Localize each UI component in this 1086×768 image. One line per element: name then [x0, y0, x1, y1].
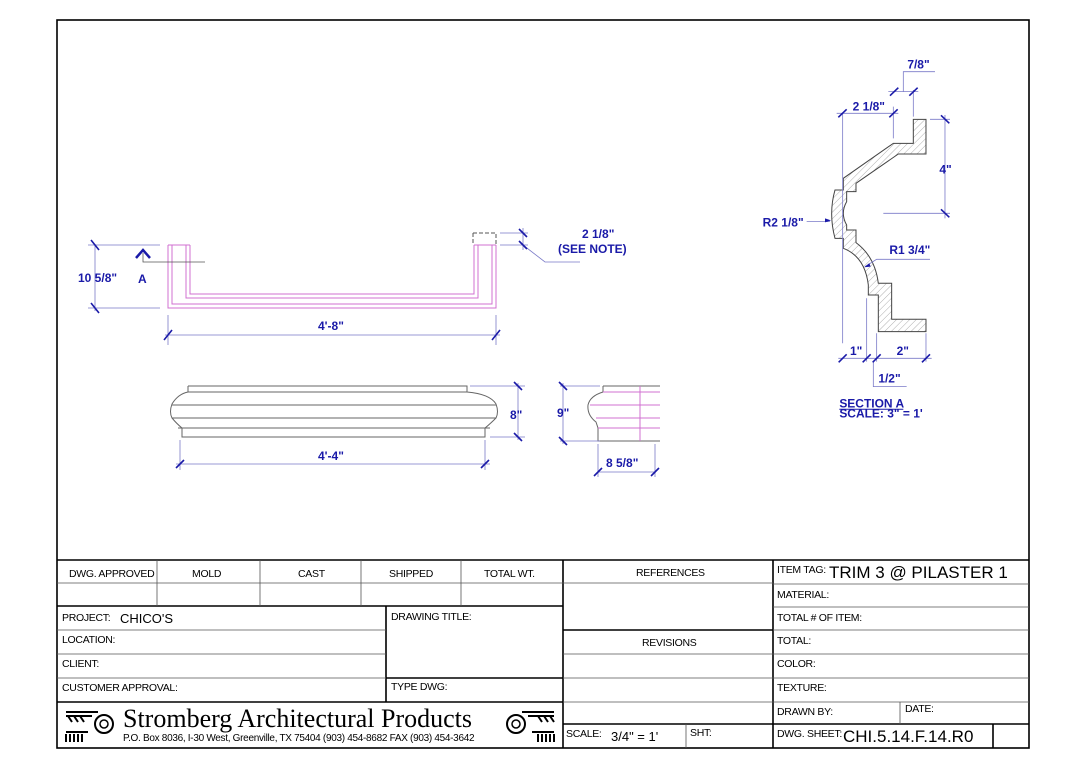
dwg-sheet-label: DWG. SHEET:	[777, 728, 842, 740]
section-dim-7-8: 7/8"	[907, 57, 929, 71]
references-label: REFERENCES	[636, 567, 705, 579]
plan-view: A 10 5/8" 4'-8" 2 1/8" (SEE NOTE)	[78, 227, 627, 345]
header-total-wt: TOTAL WT.	[484, 568, 535, 580]
client-label: CLIENT:	[62, 658, 99, 670]
section-dim-4: 4"	[939, 162, 951, 176]
section-title: SECTION A	[839, 396, 904, 410]
section-a: 7/8" 2 1/8" 4" R2 1/8" R1 3/4" 1" 2" 1/2…	[763, 57, 952, 420]
front-height-dim: 8"	[510, 408, 522, 422]
date-label: DATE:	[905, 703, 934, 715]
header-mold: MOLD	[192, 568, 222, 580]
material-label: MATERIAL:	[777, 589, 829, 601]
dwg-sheet-value: CHI.5.14.F.14.R0	[843, 727, 973, 746]
column-capital-logo-icon	[506, 711, 555, 742]
plan-height-dim: 10 5/8"	[78, 271, 117, 285]
texture-label: TEXTURE:	[777, 682, 827, 694]
plan-end-note: (SEE NOTE)	[558, 242, 627, 256]
section-dim-2: 2"	[897, 344, 909, 358]
header-shipped: SHIPPED	[389, 568, 434, 580]
header-cast: CAST	[298, 568, 326, 580]
color-label: COLOR:	[777, 658, 815, 670]
section-radius-inner: R1 3/4"	[889, 243, 930, 257]
front-view: 8" 4'-4"	[170, 381, 525, 470]
project-value: CHICO'S	[120, 611, 173, 626]
item-tag-value: TRIM 3 @ PILASTER 1	[829, 563, 1008, 582]
front-length-dim: 4'-4"	[318, 449, 344, 463]
column-capital-logo-icon	[65, 711, 114, 742]
section-dim-2-1-8: 2 1/8"	[853, 100, 885, 114]
drawn-by-label: DRAWN BY:	[777, 706, 833, 718]
side-height-dim: 9"	[557, 406, 569, 420]
side-depth-dim: 8 5/8"	[606, 456, 638, 470]
scale-value: 3/4" = 1'	[611, 729, 658, 744]
plan-end-dim: 2 1/8"	[582, 227, 614, 241]
section-dim-1: 1"	[850, 344, 862, 358]
total-label: TOTAL:	[777, 635, 811, 647]
section-scale: SCALE: 3" = 1'	[839, 406, 923, 420]
type-dwg-label: TYPE DWG:	[391, 681, 447, 693]
section-radius-outer: R2 1/8"	[763, 216, 804, 230]
item-tag-label: ITEM TAG:	[777, 564, 826, 576]
header-dwg-approved: DWG. APPROVED	[69, 568, 155, 580]
sht-label: SHT:	[690, 727, 712, 739]
location-label: LOCATION:	[62, 634, 115, 646]
drawing-title-label: DRAWING TITLE:	[391, 611, 471, 623]
scale-label: SCALE:	[566, 728, 602, 740]
project-label: PROJECT:	[62, 612, 110, 624]
customer-approval-label: CUSTOMER APPROVAL:	[62, 682, 178, 694]
sheet-border	[56, 19, 1030, 749]
section-dim-1-2: 1/2"	[878, 372, 900, 386]
side-view: 9" 8 5/8"	[557, 381, 660, 477]
total-items-label: TOTAL # OF ITEM:	[777, 612, 862, 624]
section-marker: A	[138, 272, 147, 286]
title-block: DWG. APPROVED MOLD CAST SHIPPED TOTAL WT…	[57, 559, 1029, 748]
plan-length-dim: 4'-8"	[318, 319, 344, 333]
company-name: Stromberg Architectural Products	[123, 704, 472, 733]
company-address: P.O. Box 8036, I-30 West, Greenville, TX…	[123, 733, 475, 744]
revisions-label: REVISIONS	[642, 637, 697, 649]
section-arrow-icon	[135, 248, 151, 259]
